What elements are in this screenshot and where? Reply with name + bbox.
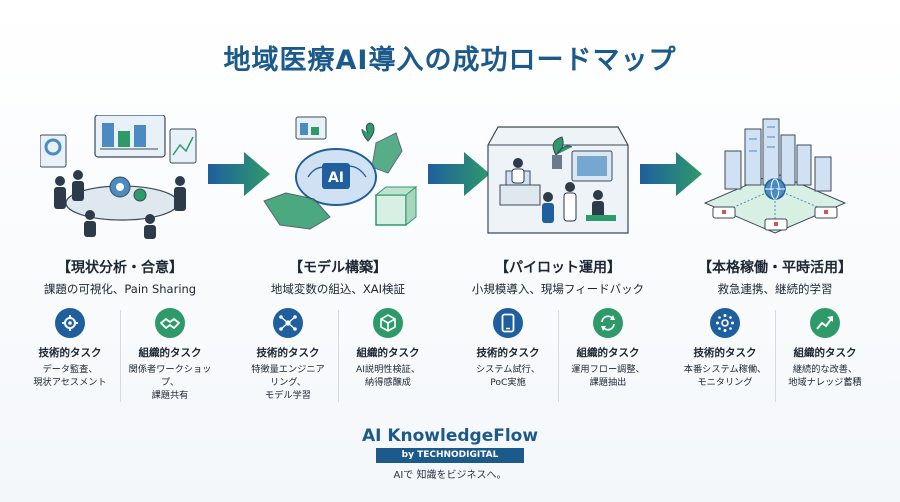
arrow-right-icon [640, 152, 702, 196]
divider [120, 310, 121, 402]
organizational-task: 組織的タスク 継続的な改善、 地域ナレッジ蓄積 [775, 308, 875, 389]
organizational-task: 組織的タスク 関係者ワークショップ、 課題共有 [120, 308, 220, 402]
refresh-icon [593, 308, 623, 338]
divider [338, 310, 339, 402]
team-meeting-illustration [40, 115, 197, 239]
tablet-icon [493, 308, 523, 338]
arrow-right-icon [208, 152, 270, 196]
stage-title: 【パイロット運用】 [495, 260, 621, 276]
technical-task: 技術的タスク 本番システム稼働、 モニタリング [675, 308, 775, 389]
task-desc-line: 納得感醸成 [365, 377, 411, 388]
task-desc-line: PoC実施 [490, 377, 526, 388]
task-desc-line: AI説明性検証、 [355, 364, 421, 375]
trend-up-icon [810, 308, 840, 338]
task-desc-line: リング、 [269, 377, 307, 388]
task-description: 本番システム稼働、 モニタリング [675, 363, 775, 389]
brand-byline: by TECHNODIGITAL [376, 448, 524, 463]
task-desc-line: 課題抽出 [589, 377, 627, 388]
task-description: データ監査、 現状アセスメント [20, 363, 120, 389]
network-icon [273, 308, 303, 338]
svg-text:AI: AI [328, 170, 344, 186]
ai-brain-map-illustration: AI [263, 116, 418, 230]
task-label: 技術的タスク [256, 347, 320, 359]
arrow-right-icon [428, 152, 490, 196]
task-desc-line: モニタリング [697, 377, 753, 388]
technical-task: 技術的タスク 特徴量エンジニア リング、 モデル学習 [238, 308, 338, 402]
task-desc-line: モデル学習 [265, 390, 311, 401]
stage-title: 【本格稼働・平時活用】 [698, 260, 852, 276]
task-label: 技術的タスク [693, 347, 757, 359]
task-description: 関係者ワークショップ、 課題共有 [120, 363, 220, 402]
task-label: 組織的タスク [576, 347, 640, 359]
task-desc-line: 運用フロー調整、 [571, 364, 645, 375]
stage-title: 【モデル構築】 [289, 260, 387, 276]
brand-tagline: AIで 知識をビジネスへ。 [393, 470, 507, 481]
task-description: システム試行、 PoC実施 [458, 363, 558, 389]
task-label: 組織的タスク [138, 347, 202, 359]
task-desc-line: 特徴量エンジニア [251, 364, 325, 375]
stage-subtitle: 地域変数の組込、XAI検証 [270, 282, 406, 296]
page-title: 地域医療AI導入の成功ロードマップ [223, 45, 677, 76]
stage-subtitle: 課題の可視化、Pain Sharing [43, 282, 197, 296]
cube-icon [373, 308, 403, 338]
task-desc-line: システム試行、 [475, 364, 541, 375]
task-desc-line: 本番システム稼働、 [683, 364, 767, 375]
task-label: 組織的タスク [356, 347, 420, 359]
technical-task: 技術的タスク データ監査、 現状アセスメント [20, 308, 120, 389]
task-label: 技術的タスク [476, 347, 540, 359]
task-label: 組織的タスク [793, 347, 857, 359]
organizational-task: 組織的タスク AI説明性検証、 納得感醸成 [338, 308, 438, 389]
handshake-icon [155, 308, 185, 338]
task-label: 技術的タスク [38, 347, 102, 359]
task-desc-line: 課題共有 [151, 390, 189, 401]
stage-subtitle: 小規模導入、現場フィードバック [471, 282, 645, 296]
divider [775, 310, 776, 402]
task-desc-line: 継続的な改善、 [792, 364, 858, 375]
brand-logo-name: AI KnowledgeFlow [361, 426, 539, 446]
divider [558, 310, 559, 402]
task-description: 継続的な改善、 地域ナレッジ蓄積 [775, 363, 875, 389]
task-desc-line: 関係者ワークショップ、 [128, 364, 212, 388]
task-description: 特徴量エンジニア リング、 モデル学習 [238, 363, 338, 402]
clinic-room-illustration [487, 126, 629, 234]
gear-icon [55, 308, 85, 338]
task-description: 運用フロー調整、 課題抽出 [558, 363, 658, 389]
hub-icon [710, 308, 740, 338]
stage-title: 【現状分析・合意】 [57, 260, 183, 276]
organizational-task: 組織的タスク 運用フロー調整、 課題抽出 [558, 308, 658, 389]
task-desc-line: 地域ナレッジ蓄積 [788, 377, 862, 388]
technical-task: 技術的タスク システム試行、 PoC実施 [458, 308, 558, 389]
smart-city-illustration [703, 118, 847, 234]
task-description: AI説明性検証、 納得感醸成 [338, 363, 438, 389]
task-desc-line: データ監査、 [42, 364, 98, 375]
task-desc-line: 現状アセスメント [33, 377, 107, 388]
stage-subtitle: 救急連携、継続的学習 [717, 282, 833, 296]
